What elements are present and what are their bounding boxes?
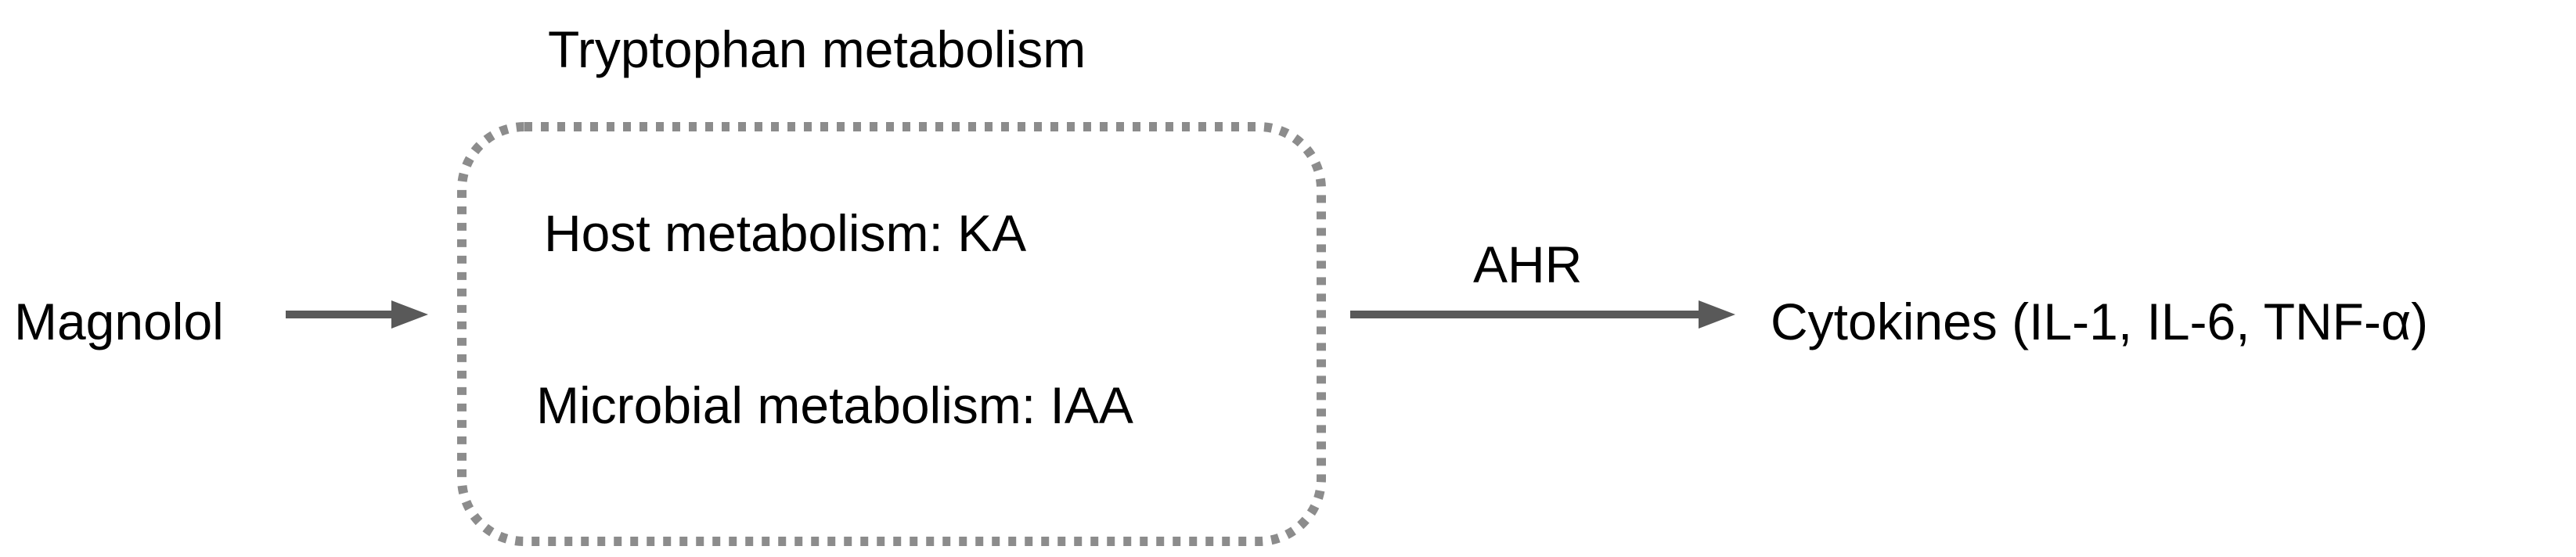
tryptophan-metabolism-title: Tryptophan metabolism: [548, 20, 1086, 78]
host-metabolism-label: Host metabolism: KA: [544, 204, 1027, 262]
microbial-metabolism-label: Microbial metabolism: IAA: [536, 376, 1133, 434]
magnolol-node: Magnolol: [14, 293, 224, 350]
tryptophan-metabolism-box: [457, 122, 1326, 546]
metabolism-to-cytokines-arrowhead: [1699, 300, 1735, 329]
cytokines-node: Cytokines (IL-1, IL-6, TNF-α): [1771, 293, 2429, 350]
ahr-edge-label: AHR: [1473, 235, 1583, 293]
magnolol-to-metabolism-arrowhead: [391, 300, 428, 329]
